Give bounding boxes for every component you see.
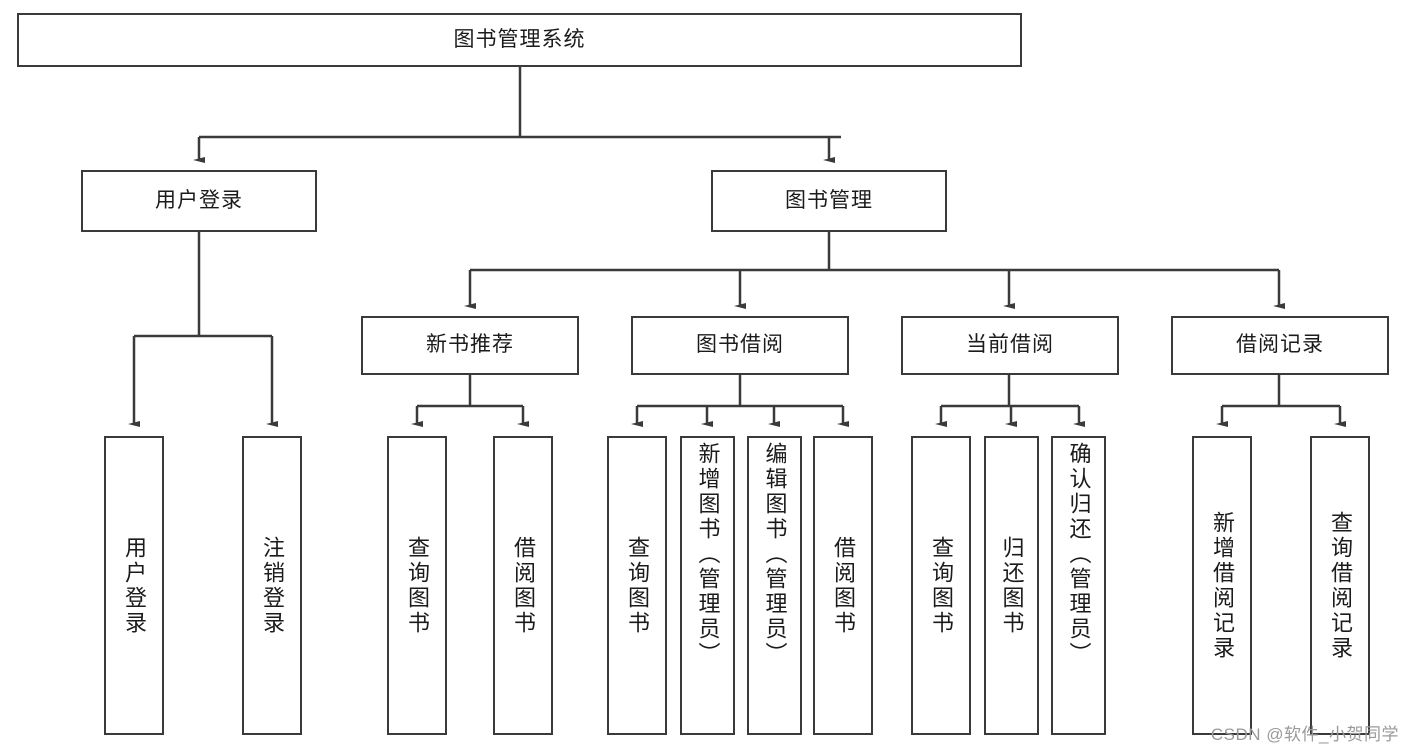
node-label: 查询图书 — [625, 535, 650, 636]
node-label: 图书管理 — [785, 188, 873, 212]
leaf-node-borrow-book-2[interactable]: 借阅图书 — [813, 436, 873, 735]
node-label: 用户登录 — [155, 188, 243, 212]
node-label: 查询图书 — [405, 535, 430, 636]
node-label: 新增借阅记录 — [1210, 510, 1235, 661]
node-label: 归还图书 — [999, 535, 1025, 636]
node-book-management-system[interactable]: 图书管理系统 — [17, 13, 1022, 67]
node-book-borrow[interactable]: 图书借阅 — [631, 316, 849, 375]
leaf-node-logout-login[interactable]: 注销登录 — [242, 436, 302, 735]
node-label: 编辑图书（管理员） — [762, 442, 788, 667]
leaf-node-query-book-2[interactable]: 查询图书 — [607, 436, 667, 735]
node-label: 图书借阅 — [696, 333, 784, 357]
node-label: 借阅图书 — [511, 535, 536, 636]
node-borrow-record[interactable]: 借阅记录 — [1171, 316, 1389, 375]
leaf-node-add-record[interactable]: 新增借阅记录 — [1192, 436, 1252, 735]
leaf-node-edit-book[interactable]: 编辑图书（管理员） — [747, 436, 802, 735]
node-label: 用户登录 — [122, 535, 147, 636]
node-label: 图书管理系统 — [453, 27, 586, 51]
leaf-node-return-book[interactable]: 归还图书 — [984, 436, 1039, 735]
leaf-node-confirm-return[interactable]: 确认归还（管理员） — [1051, 436, 1106, 735]
node-user-login[interactable]: 用户登录 — [81, 170, 317, 232]
node-current-borrow[interactable]: 当前借阅 — [901, 316, 1119, 375]
leaf-node-add-book[interactable]: 新增图书（管理员） — [680, 436, 735, 735]
node-label: 借阅记录 — [1236, 333, 1324, 357]
node-label: 新增图书（管理员） — [695, 442, 721, 667]
leaf-node-query-record[interactable]: 查询借阅记录 — [1310, 436, 1370, 735]
node-label: 借阅图书 — [831, 535, 856, 636]
node-new-book-recommend[interactable]: 新书推荐 — [361, 316, 579, 375]
node-label: 注销登录 — [260, 535, 285, 636]
node-book-management[interactable]: 图书管理 — [711, 170, 947, 232]
node-label: 当前借阅 — [966, 333, 1054, 357]
leaf-node-user-login[interactable]: 用户登录 — [104, 436, 164, 735]
leaf-node-borrow-book-1[interactable]: 借阅图书 — [493, 436, 553, 735]
node-label: 确认归还（管理员） — [1066, 442, 1092, 667]
node-label: 查询图书 — [929, 535, 954, 636]
leaf-node-query-book-1[interactable]: 查询图书 — [387, 436, 447, 735]
node-label: 新书推荐 — [426, 333, 514, 357]
leaf-node-query-book-3[interactable]: 查询图书 — [911, 436, 971, 735]
node-label: 查询借阅记录 — [1328, 510, 1353, 661]
